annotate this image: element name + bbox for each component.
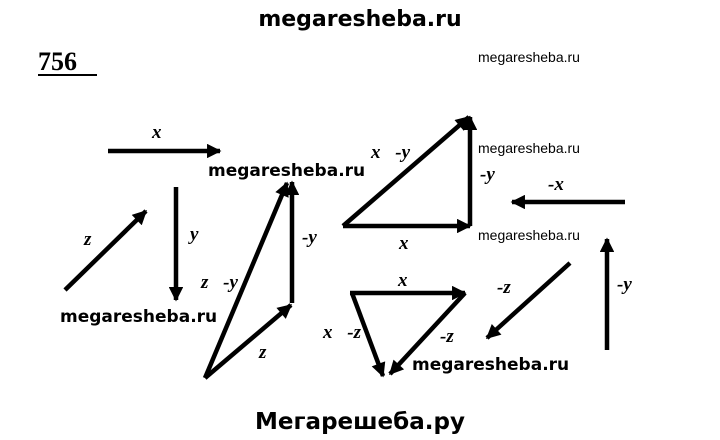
watermark-bold: megaresheba.ru [60,307,217,327]
label-x: x⃗ [151,122,176,143]
label-z: z⃗ [83,229,106,250]
label-x-minus-y: x⃗-y⃗ [370,142,425,163]
label-x-3: x⃗ [397,270,422,291]
problem-number: 756 [38,47,77,76]
watermark-small: megaresheba.ru [478,227,580,243]
watermark-small: megaresheba.ru [478,140,580,156]
label-z-2: z⃗ [258,342,281,363]
vector-z-2 [203,303,293,380]
vector-x-minus-y [341,115,471,228]
label-neg-y-2: -y⃗ [480,164,510,185]
footer-watermark: Мегарешеба.ру [255,409,465,435]
watermark-bold: megaresheba.ru [208,161,365,181]
label-neg-z-1: -z⃗ [440,326,469,347]
vector-z [63,209,148,292]
vector-neg-z-2 [485,261,572,340]
label-x-minus-z: x⃗-z⃗ [322,322,376,343]
label-neg-y-1: -y⃗ [302,227,332,248]
watermark-bold: megaresheba.ru [412,355,569,375]
vector-x-minus-z [349,292,386,378]
label-neg-y-3: -y⃗ [617,274,647,295]
label-x-2: x⃗ [398,233,423,254]
watermark-small: megaresheba.ru [478,49,580,65]
vector-neg-z-1 [388,291,467,376]
label-y: y⃗ [188,224,213,245]
vector-z-minus-y [202,181,290,379]
label-z-minus-y: z⃗-y⃗ [200,272,253,293]
header-watermark: megaresheba.ru [258,7,461,32]
label-neg-z-2: -z⃗ [497,277,526,298]
label-neg-x: -x⃗ [548,174,579,195]
